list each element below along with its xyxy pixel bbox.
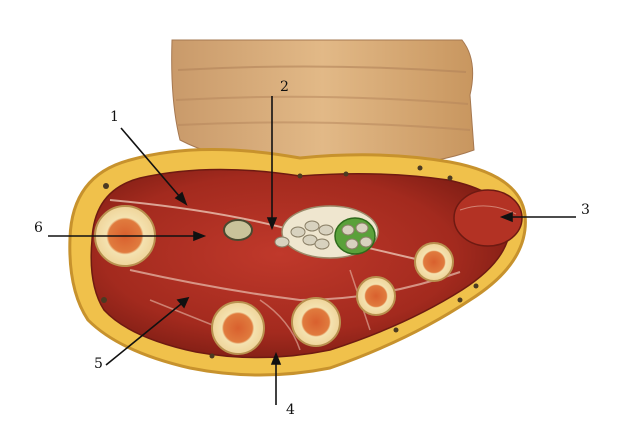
leader-line-5: [105, 299, 187, 366]
callout-label-6: 6: [34, 220, 43, 236]
leader-line-1: [120, 127, 187, 205]
bone-3: [291, 297, 341, 347]
cross-section: [68, 148, 527, 377]
bone-5: [414, 242, 454, 282]
callout-label-3: 3: [581, 202, 590, 218]
muscle-right: [453, 189, 523, 247]
leader-lines: [48, 96, 576, 405]
callout-label-2: 2: [280, 79, 289, 95]
callout-label-5: 5: [94, 356, 103, 372]
callout-label-1: 1: [110, 109, 119, 125]
bone-4: [356, 276, 396, 316]
callout-label-4: 4: [286, 402, 295, 418]
bone-2: [211, 301, 265, 355]
